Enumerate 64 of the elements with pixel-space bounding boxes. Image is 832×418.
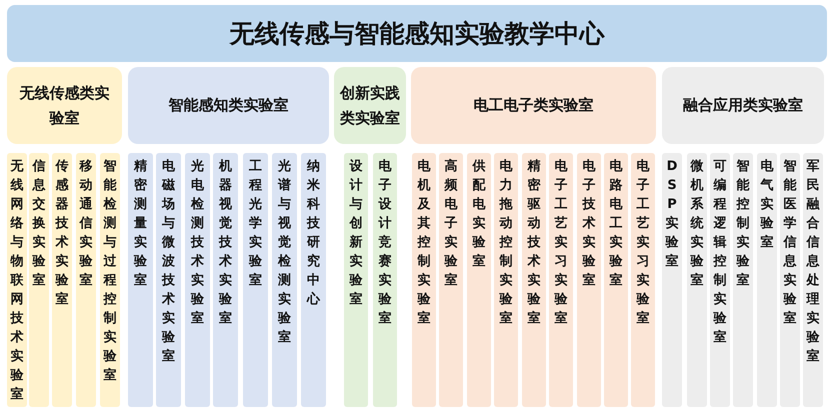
lab-name: 供配电实验室 xyxy=(472,158,486,271)
lab-column xyxy=(76,153,96,407)
lab-name: 电磁场与微波技术实验室 xyxy=(162,158,175,366)
category-panel xyxy=(334,67,406,144)
category-panel xyxy=(7,67,122,144)
category-heading: 电工电子类实验室 xyxy=(474,95,594,116)
lab-name: 无线网络与物联网技术实验室 xyxy=(10,158,24,404)
lab-column xyxy=(243,153,268,407)
lab-name: 移动通信实验室 xyxy=(80,158,92,290)
lab-column xyxy=(7,153,27,407)
lab-column xyxy=(631,153,655,407)
category-heading: 无线传感类实验室 xyxy=(18,82,110,128)
lab-name: 纳米科技研究中心 xyxy=(307,158,320,309)
lab-column xyxy=(52,153,72,407)
lab-name: 精密测量实验室 xyxy=(134,158,147,290)
lab-column xyxy=(467,153,491,407)
lab-column xyxy=(549,153,573,407)
lab-column xyxy=(344,153,368,407)
title-banner xyxy=(7,5,827,62)
lab-name: DSP实验室 xyxy=(666,158,678,271)
lab-column xyxy=(604,153,628,407)
lab-column xyxy=(439,153,463,407)
lab-name: 可编程逻辑控制实验室 xyxy=(714,158,726,347)
lab-name: 电子技术实验室 xyxy=(582,158,596,290)
lab-name: 微机系统实验室 xyxy=(690,158,704,290)
lab-name: 电子工艺实习实验室 xyxy=(554,158,568,328)
lab-name: 智能控制实验室 xyxy=(736,158,750,290)
lab-name: 电力拖动控制实验室 xyxy=(500,158,512,328)
center-title: 无线传感与智能感知实验教学中心 xyxy=(230,18,604,50)
category-heading: 创新实践类实验室 xyxy=(338,82,401,128)
lab-column xyxy=(301,153,326,407)
lab-column xyxy=(100,153,120,407)
lab-column xyxy=(185,153,210,407)
category-panel xyxy=(411,67,656,144)
lab-name: 工程光学实验室 xyxy=(249,158,262,290)
lab-name: 电机及其控制实验室 xyxy=(418,158,430,328)
lab-name: 电路电工实验室 xyxy=(610,158,622,290)
lab-column xyxy=(128,153,153,407)
lab-name: 精密驱动技术实验室 xyxy=(528,158,540,328)
lab-column xyxy=(494,153,518,407)
lab-column xyxy=(373,153,397,407)
lab-name: 传感器技术实验室 xyxy=(56,158,68,309)
lab-name: 光谱与视觉检测实验室 xyxy=(278,158,291,347)
category-heading: 融合应用类实验室 xyxy=(683,95,803,116)
category-heading: 智能感知类实验室 xyxy=(168,95,288,116)
lab-column xyxy=(213,153,238,407)
lab-name: 军民融合信息处理实验室 xyxy=(806,158,820,366)
lab-name: 光电检测技术实验室 xyxy=(191,158,204,328)
lab-name: 设计与创新实验室 xyxy=(350,158,362,309)
lab-name: 智能医学信息实验室 xyxy=(784,158,796,328)
lab-name: 电子设计竞赛实验室 xyxy=(378,158,392,328)
lab-column xyxy=(272,153,297,407)
lab-column xyxy=(577,153,601,407)
lab-column xyxy=(522,153,546,407)
lab-name: 高频电子实验室 xyxy=(444,158,458,290)
lab-column xyxy=(29,153,49,407)
lab-name: 电子工艺实习实验室 xyxy=(636,158,650,328)
lab-name: 智能检测与过程控制实验室 xyxy=(104,158,116,385)
lab-column xyxy=(412,153,436,407)
lab-name: 机器视觉技术实验室 xyxy=(219,158,232,328)
lab-column xyxy=(156,153,181,407)
lab-name: 电气实验室 xyxy=(760,158,774,252)
lab-name: 信息交换实验室 xyxy=(32,158,46,290)
category-panel xyxy=(128,67,329,144)
